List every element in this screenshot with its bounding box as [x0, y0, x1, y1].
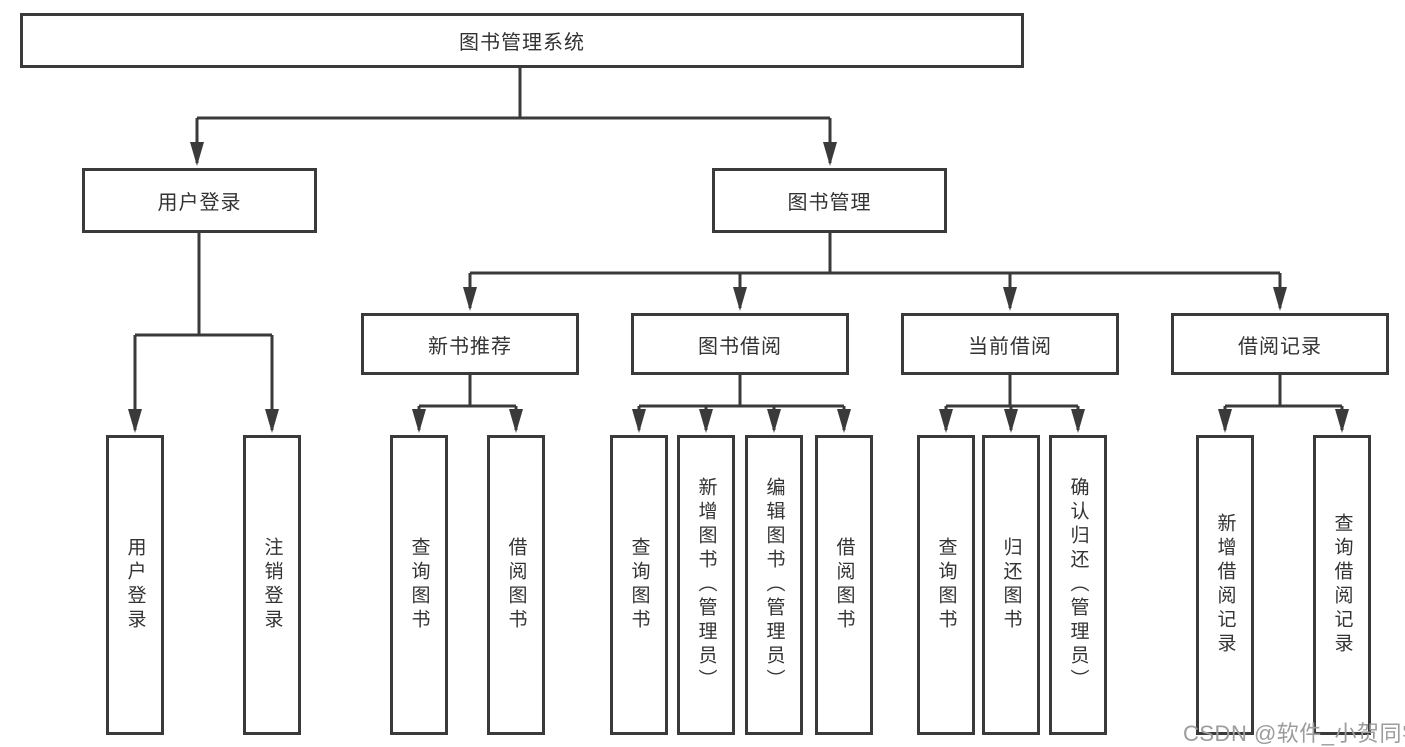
leaf-return-books: 归还图书	[982, 435, 1040, 735]
node-borrowing-records: 借阅记录	[1171, 313, 1389, 375]
connector-book-management-bus	[470, 233, 1280, 275]
node-new-book-recommend: 新书推荐	[361, 313, 579, 375]
leaf-query-books-recommend: 查询图书	[390, 435, 448, 735]
leaf-borrow-books-recommend: 借阅图书	[487, 435, 545, 735]
watermark-text: CSDN @软件_小贺同学	[1183, 721, 1405, 746]
leaf-logout: 注销登录	[243, 435, 301, 735]
node-book-borrowing: 图书借阅	[631, 313, 849, 375]
connector-current-borrowing-bus	[946, 375, 1078, 408]
node-book-management-system: 图书管理系统	[20, 13, 1024, 68]
node-current-borrowing: 当前借阅	[901, 313, 1119, 375]
leaf-borrow-books-borrowing: 借阅图书	[815, 435, 873, 735]
connector-borrowing-records-bus	[1225, 375, 1342, 408]
node-user-login: 用户登录	[82, 168, 317, 233]
leaf-confirm-return-admin: 确认归还（管理员）	[1049, 435, 1107, 735]
leaf-add-borrow-record: 新增借阅记录	[1196, 435, 1254, 735]
connector-new-book-recommend-bus	[419, 375, 516, 408]
node-book-management: 图书管理	[712, 168, 947, 233]
leaf-user-login: 用户登录	[106, 435, 164, 735]
connector-root-bus	[197, 68, 830, 120]
leaf-edit-book-admin: 编辑图书（管理员）	[745, 435, 803, 735]
leaf-query-books-current: 查询图书	[917, 435, 975, 735]
leaf-query-books-borrowing: 查询图书	[610, 435, 668, 735]
leaf-query-borrow-record: 查询借阅记录	[1313, 435, 1371, 735]
leaf-add-book-admin: 新增图书（管理员）	[677, 435, 735, 735]
connector-book-borrowing-bus	[639, 375, 844, 408]
connector-user-login-bus	[135, 233, 272, 337]
